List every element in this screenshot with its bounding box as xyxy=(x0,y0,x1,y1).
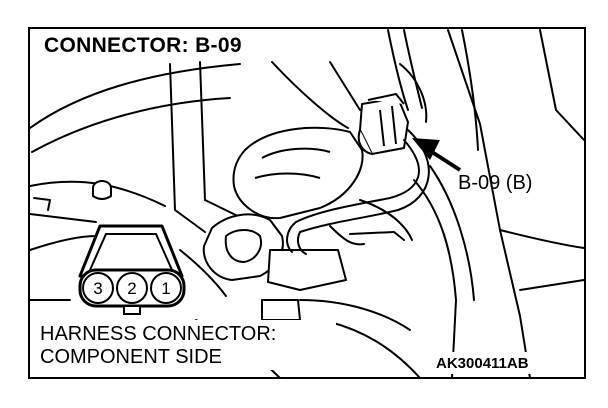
harness-caption-line2: COMPONENT SIDE xyxy=(40,346,222,368)
harness-caption-line1: HARNESS CONNECTOR: xyxy=(40,323,277,345)
pin-label-1: 1 xyxy=(161,279,170,298)
component-body xyxy=(202,126,364,321)
figure-border xyxy=(28,27,586,379)
pin-label-2: 2 xyxy=(127,279,136,298)
callout-label: B-09 (B) xyxy=(458,172,533,194)
page-title: CONNECTOR: B-09 xyxy=(44,34,242,57)
pin-1-icon xyxy=(150,272,182,304)
pin-3-icon xyxy=(82,272,114,304)
bolt-icon xyxy=(92,180,112,200)
harness-wires xyxy=(286,63,430,255)
harness-connector-face: 3 2 1 xyxy=(78,224,186,315)
pin-2-icon xyxy=(116,272,148,304)
connector-b09-icon xyxy=(357,93,409,155)
callout-arrow xyxy=(412,138,462,172)
pin-label-3: 3 xyxy=(93,279,102,298)
figure-code: AK300411AB xyxy=(436,355,529,372)
